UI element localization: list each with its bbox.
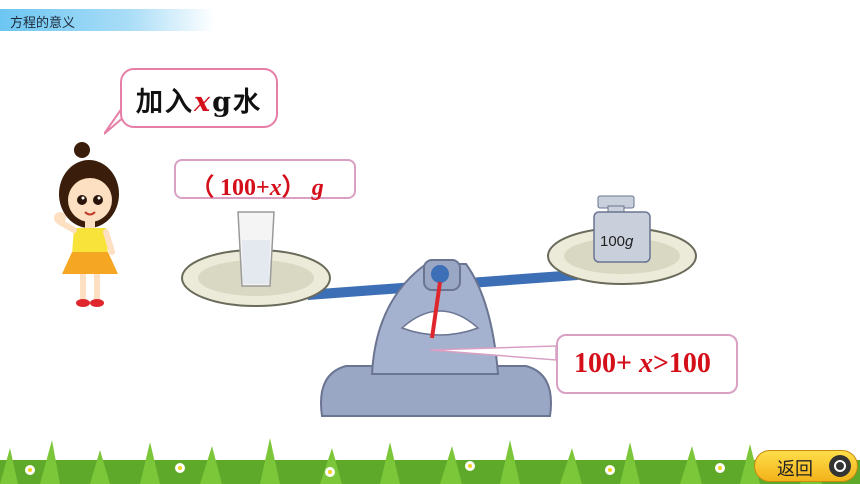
inequality-pointer [430, 345, 557, 361]
page-title: 方程的意义 [10, 16, 76, 31]
inequality-box: 100+ x>100 [556, 334, 738, 394]
cup-mass-label: （ 100+x） g [174, 159, 356, 201]
return-icon [829, 455, 851, 477]
speech-bubble: 加入xg水 [120, 68, 278, 128]
speech-text: 加入xg水 [136, 87, 262, 118]
header-bar: 方程的意义 [0, 9, 215, 31]
weight-label: 100g [600, 233, 634, 250]
back-button-label: 返回 [777, 459, 813, 480]
balance-scale [181, 195, 697, 417]
girl-illustration [54, 142, 119, 307]
grass-decoration [0, 438, 860, 484]
back-button[interactable]: 返回 [754, 450, 858, 482]
